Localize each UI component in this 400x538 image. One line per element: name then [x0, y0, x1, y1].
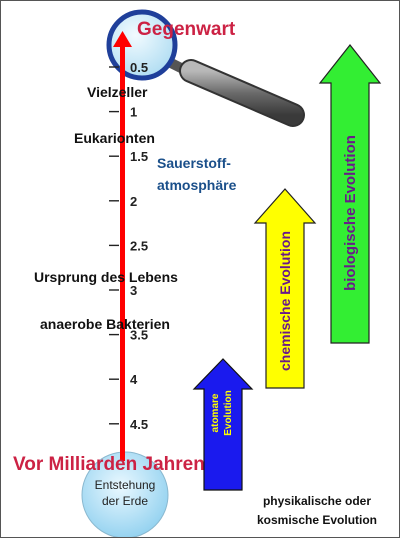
tick-label: 1 — [130, 105, 137, 120]
tick-group: 0.5 1 1.5 2 2.5 3 3.5 4 4.5 — [109, 60, 148, 432]
oxygen-label-line2: atmosphäre — [157, 177, 237, 193]
chemical-label: chemische Evolution — [277, 231, 293, 371]
cosmic-label-line1: physikalische oder — [263, 494, 371, 508]
cosmic-label-line2: kosmische Evolution — [257, 513, 377, 527]
biological-evolution-arrow — [318, 44, 382, 344]
atomic-label-line1: atomare — [210, 393, 221, 432]
tick-label: 3.5 — [130, 328, 148, 343]
timeline-bar — [120, 43, 125, 461]
event-multicellular: Vielzeller — [87, 84, 148, 100]
event-anaerobic-bacteria: anaerobe Bakterien — [40, 316, 170, 332]
tick-label: 4 — [130, 372, 138, 387]
earth-label-line2: der Erde — [102, 494, 148, 508]
past-label: Vor Milliarden Jahren — [13, 454, 205, 475]
atomic-label-line2: Evolution — [223, 390, 234, 436]
earth-label-line1: Entstehung — [95, 478, 156, 492]
atomic-evolution-arrow — [192, 358, 254, 491]
tick-label: 0.5 — [130, 60, 148, 75]
chemical-evolution-arrow — [253, 188, 317, 389]
tick-label: 2 — [130, 194, 137, 209]
tick-label: 2.5 — [130, 238, 148, 253]
tick-label: 1.5 — [130, 149, 148, 164]
present-label: Gegenwart — [137, 19, 236, 40]
biological-label: biologische Evolution — [342, 135, 359, 291]
event-eukaryotes: Eukarionten — [74, 130, 155, 146]
timeline-arrowhead — [113, 31, 132, 47]
event-origin-of-life: Ursprung des Lebens — [34, 269, 178, 285]
oxygen-label-line1: Sauerstoff- — [157, 155, 231, 171]
tick-label: 3 — [130, 283, 137, 298]
magnifier-handle — [166, 58, 305, 127]
magnifier-lens — [106, 9, 178, 81]
tick-label: 4.5 — [130, 417, 148, 432]
